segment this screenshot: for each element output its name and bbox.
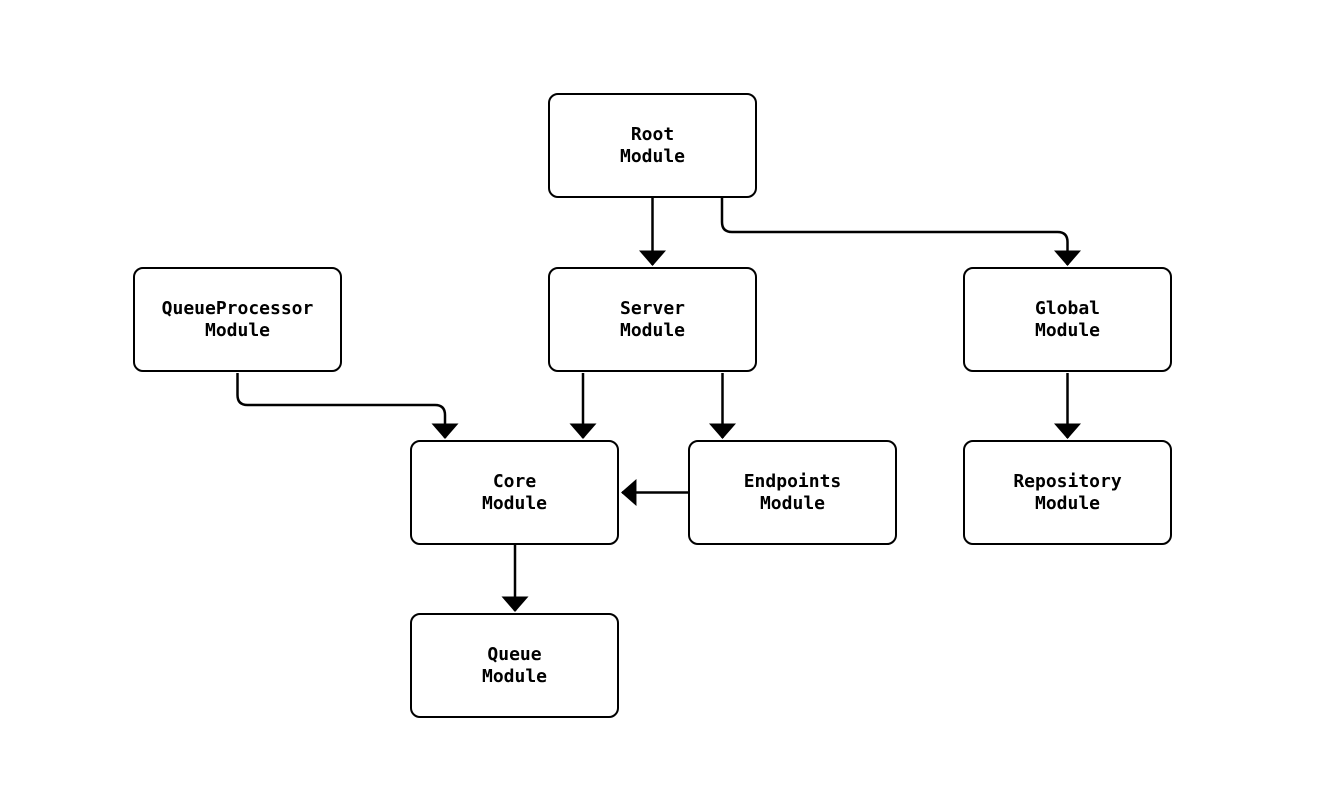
node-queueprocessor-module-label: QueueProcessor Module bbox=[161, 298, 314, 341]
node-endpoints-module: Endpoints Module bbox=[688, 440, 897, 545]
node-core-module: Core Module bbox=[410, 440, 619, 545]
node-endpoints-module-label: Endpoints Module bbox=[743, 471, 842, 514]
node-root-module-label: Root Module bbox=[619, 124, 686, 167]
node-server-module: Server Module bbox=[548, 267, 757, 372]
node-repository-module: Repository Module bbox=[963, 440, 1172, 545]
node-queue-module-label: Queue Module bbox=[481, 644, 548, 687]
node-global-module-label: Global Module bbox=[1034, 298, 1101, 341]
node-queue-module: Queue Module bbox=[410, 613, 619, 718]
edge-queueprocessor-to-core bbox=[236, 373, 459, 439]
node-core-module-label: Core Module bbox=[481, 471, 548, 514]
node-queueprocessor-module: QueueProcessor Module bbox=[133, 267, 342, 372]
node-root-module: Root Module bbox=[548, 93, 757, 198]
edge-root-to-global bbox=[720, 198, 1081, 266]
node-server-module-label: Server Module bbox=[619, 298, 686, 341]
node-repository-module-label: Repository Module bbox=[1013, 471, 1122, 514]
node-global-module: Global Module bbox=[963, 267, 1172, 372]
